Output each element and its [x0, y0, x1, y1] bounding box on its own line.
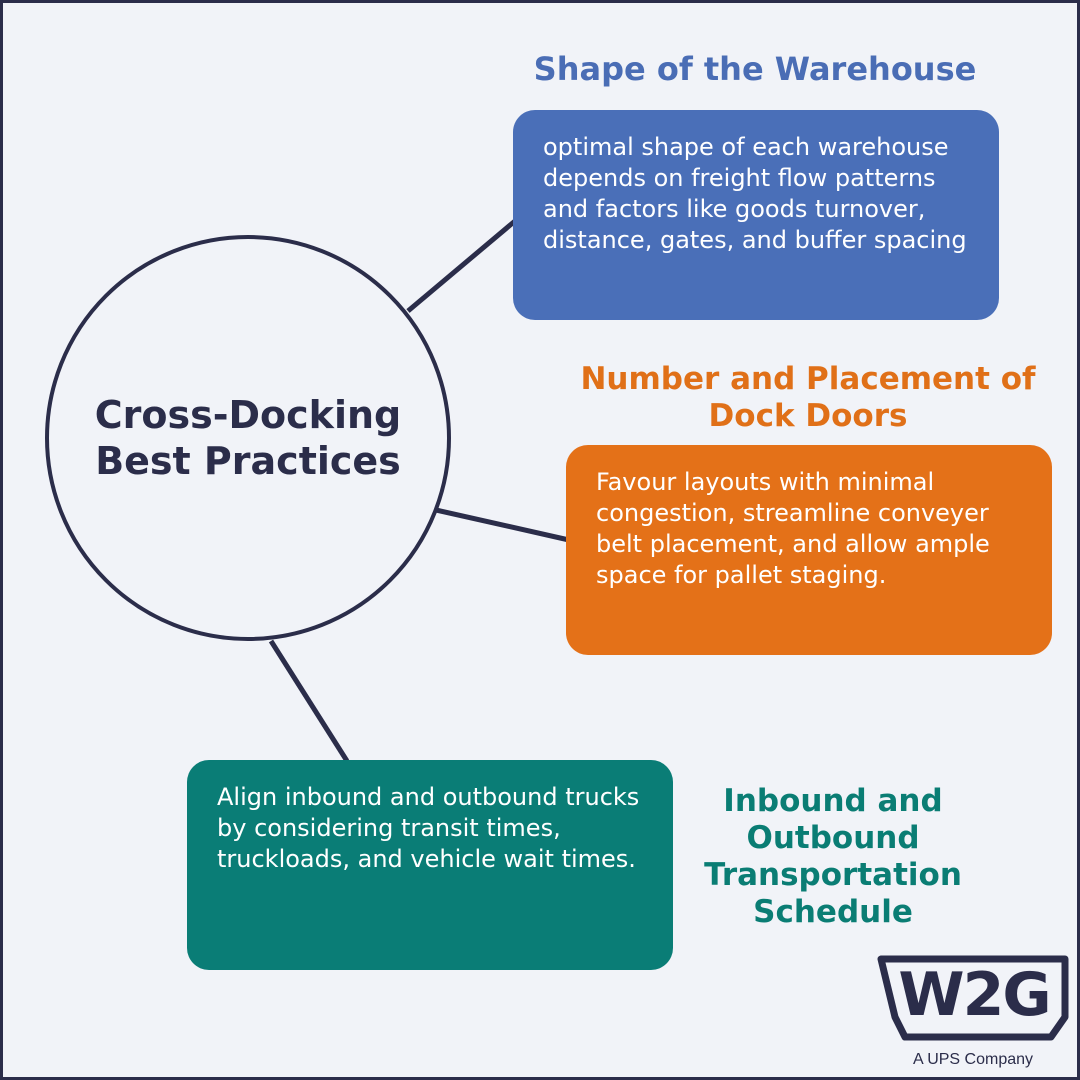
- center-circle: Cross-Docking Best Practices: [45, 235, 451, 641]
- text-dock-doors: Favour layouts with minimal congestion, …: [596, 468, 990, 589]
- box-warehouse-shape: optimal shape of each warehouse depends …: [513, 110, 999, 320]
- logo-wordmark: W2G: [898, 960, 1051, 1030]
- company-logo: W2G A UPS Company: [875, 955, 1071, 1075]
- heading-transportation-schedule: Inbound and Outbound Transportation Sche…: [704, 783, 962, 930]
- logo-shield-icon: [877, 955, 1069, 1041]
- connector-to-warehouse-shape: [406, 219, 517, 313]
- heading-warehouse-shape: Shape of the Warehouse: [533, 50, 977, 88]
- connector-to-dock-doors: [435, 507, 570, 543]
- heading-dock-doors: Number and Placement of Dock Doors: [580, 361, 1036, 434]
- text-transportation-schedule: Align inbound and outbound trucks by con…: [217, 783, 640, 873]
- logo-tagline: A UPS Company: [912, 1051, 1034, 1068]
- connector-lines: [268, 219, 570, 763]
- box-dock-doors: Favour layouts with minimal congestion, …: [566, 445, 1052, 655]
- text-warehouse-shape: optimal shape of each warehouse depends …: [543, 133, 967, 254]
- connector-to-transportation-schedule: [268, 639, 350, 763]
- center-title: Cross-Docking Best Practices: [94, 393, 402, 483]
- box-transportation-schedule: Align inbound and outbound trucks by con…: [187, 760, 673, 970]
